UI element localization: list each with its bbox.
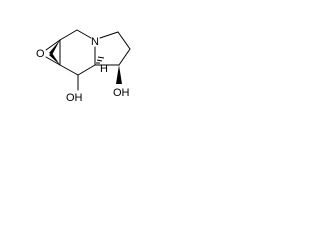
bond-ch2a-ch2b xyxy=(117,31,131,50)
atom-label-oxygen-epoxide: O xyxy=(36,48,45,60)
bond-epoxide-o-c6 xyxy=(45,39,61,51)
molecule-structure: O N H OH OH xyxy=(36,29,131,104)
atom-label-hydroxyl-left: OH xyxy=(66,92,83,104)
bond-wedge-c7-epoxide xyxy=(49,53,60,65)
atom-label-nitrogen: N xyxy=(91,36,99,48)
bond-epoxide-o-c7 xyxy=(45,56,61,66)
bond-ch2b-c1 xyxy=(118,48,131,66)
atom-label-hydroxyl-right: OH xyxy=(113,87,130,99)
bond-nitrogen-ch2a xyxy=(99,31,119,39)
bond-ch2-nitrogen xyxy=(76,29,92,39)
bond-hash-bridgehead-hydrogen xyxy=(96,56,105,64)
bond-c8-c7 xyxy=(59,64,79,76)
bond-wedge-c1-hydroxyl xyxy=(116,65,122,84)
atom-label-hydrogen-bridgehead: H xyxy=(100,63,108,75)
bond-wedge-c8-epoxide xyxy=(49,40,60,55)
bond-bridgehead-c8 xyxy=(77,64,96,76)
bond-ring-c1-ch2 xyxy=(59,29,78,41)
